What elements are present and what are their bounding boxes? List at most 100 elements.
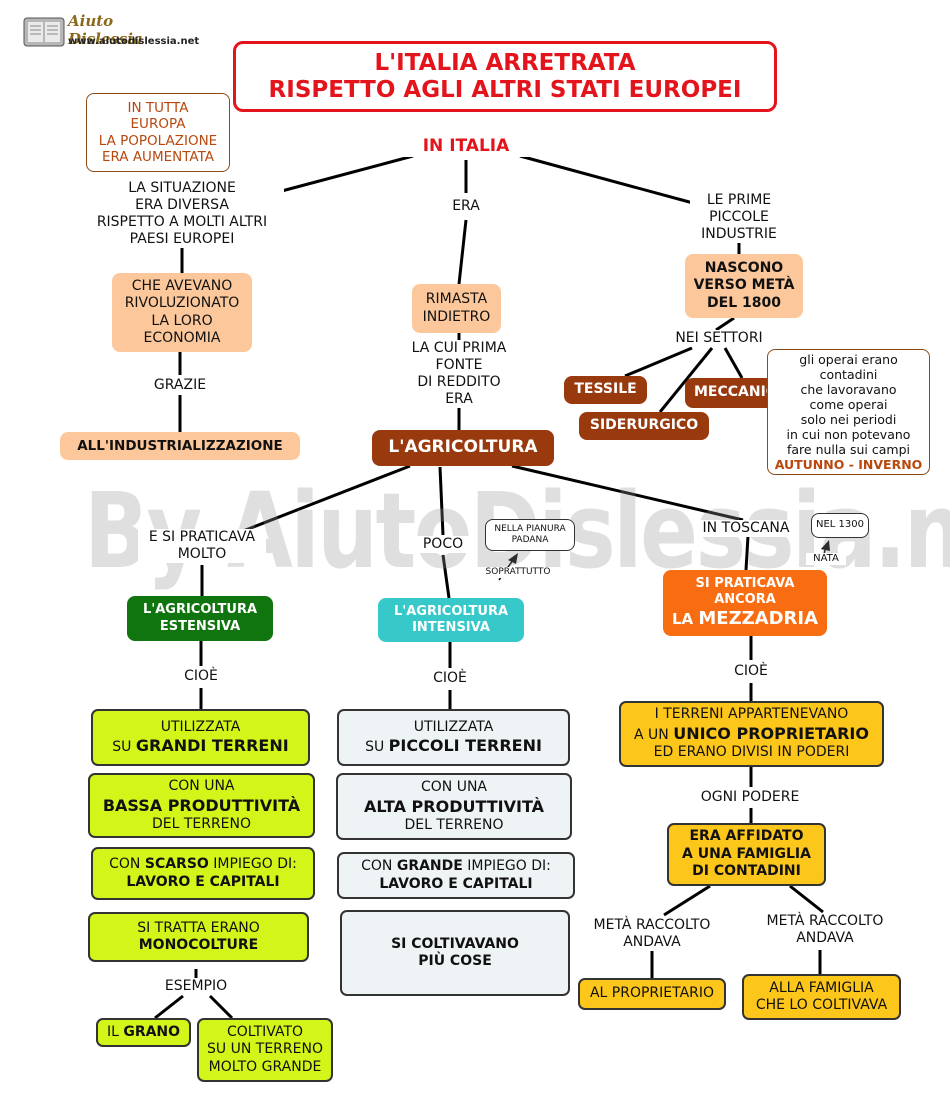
income-line: LA CUI PRIMA — [411, 340, 507, 356]
aiutodislessia-logo: Aiuto Dislessia www.aiutodislessia.net — [22, 12, 199, 54]
industries-line: LE PRIME — [706, 192, 772, 208]
revolution-line: CHE AVEVANO — [131, 277, 233, 294]
int-b4-line: SI COLTIVAVANO — [391, 935, 519, 952]
sharecropping-l2: ANCORA — [714, 591, 776, 607]
int-b3-mid: IMPIEGO DI: — [462, 858, 551, 874]
left-label-line: LA SITUAZIONE — [128, 180, 236, 196]
income-label: LA CUI PRIMA FONTE DI REDDITO ERA — [400, 340, 518, 409]
ext-b3-bold: SCARSO — [144, 856, 209, 872]
to-family-line: CHE LO COLTIVAVA — [755, 997, 888, 1013]
intensive-box-line: L'AGRICOLTURA — [393, 603, 509, 619]
ex2-line: MOLTO GRANDE — [208, 1058, 322, 1075]
tuscany-link: IN TOSCANA — [694, 520, 798, 538]
root-node: IN ITALIA — [400, 136, 532, 157]
half-left-line: METÀ RACCOLTO — [593, 917, 711, 933]
workers-note-line: in cui non potevano — [786, 427, 911, 442]
workers-note-line: che lavoravano — [800, 382, 897, 397]
ext-b2-pre: CON UNA — [168, 778, 235, 794]
half-harvest-right: METÀ RACCOLTO ANDAVA — [758, 913, 892, 948]
sector-siderurgico: SIDERURGICO — [579, 412, 709, 440]
owner-l2b: UNICO PROPRIETARIO — [673, 723, 869, 743]
revolution-line: LA LORO — [151, 312, 213, 329]
sharecropping-l3a: LA — [671, 610, 699, 628]
owner-l3: ED ERANO DIVISI IN PODERI — [653, 744, 850, 761]
family-line: A UNA FAMIGLIA — [682, 845, 811, 862]
industries-line: PICCOLE — [709, 209, 769, 226]
workers-note-line: solo nei periodi — [800, 412, 897, 427]
ext-b3-mid: IMPIEGO DI: — [208, 856, 297, 872]
sector-tessile: TESSILE — [564, 376, 647, 404]
half-harvest-left: METÀ RACCOLTO ANDAVA — [585, 917, 719, 952]
mostly-label: SOPRATTUTTO — [480, 567, 556, 578]
ext-b1-pre: UTILIZZATA — [160, 718, 241, 735]
intensive-great-labor: CON GRANDE IMPIEGO DI: LAVORO E CAPITALI — [337, 852, 575, 899]
po-valley-line: PADANA — [511, 535, 549, 545]
intensive-many-crops: SI COLTIVAVANO PIÙ COSE — [340, 910, 570, 996]
half-right-line: ANDAVA — [796, 930, 854, 947]
to-family-line: ALLA FAMIGLIA — [769, 979, 874, 996]
left-label-line: PAESI EUROPEI — [129, 231, 235, 248]
europe-note: IN TUTTA EUROPA LA POPOLAZIONE ERA AUMEN… — [86, 93, 230, 172]
family-line: ERA AFFIDATO — [689, 828, 804, 845]
sharecropping-box: SI PRATICAVA ANCORA LA MEZZADRIA — [663, 570, 827, 636]
half-right-line: METÀ RACCOLTO — [766, 913, 884, 929]
example-large-field: COLTIVATO SU UN TERRENO MOLTO GRANDE — [197, 1018, 333, 1082]
family-box: ERA AFFIDATO A UNA FAMIGLIA DI CONTADINI — [667, 823, 826, 886]
workers-note: gli operai erano contadini che lavoravan… — [767, 349, 930, 475]
extensive-monoculture: SI TRATTA ERANO MONOCOLTURE — [88, 912, 309, 962]
ext-b3-pre: CON — [109, 856, 145, 872]
industries-line: INDUSTRIE — [701, 226, 777, 243]
ext-b2-bold: BASSA PRODUTTIVITÀ — [102, 795, 301, 815]
born-line: NASCONO — [704, 259, 784, 276]
example-label: ESEMPIO — [156, 978, 236, 996]
born-1300-note: NEL 1300 — [811, 513, 869, 538]
int-b1-small: SU — [365, 739, 389, 755]
revolution-line: RIVOLUZIONATO — [124, 295, 240, 311]
ext-b3-line2: LAVORO E CAPITALI — [126, 873, 280, 890]
ex1-pre: IL — [106, 1023, 124, 1040]
sectors-label: NEI SETTORI — [665, 330, 773, 348]
behind-box: RIMASTA INDIETRO — [412, 284, 501, 333]
workers-note-line: contadini — [819, 367, 878, 382]
left-branch-label: LA SITUAZIONE ERA DIVERSA RISPETTO A MOL… — [80, 180, 284, 249]
sharecropping-l1: SI PRATICAVA — [695, 575, 795, 591]
income-line: FONTE — [435, 357, 483, 374]
int-b1-pre: UTILIZZATA — [413, 718, 494, 735]
workers-note-season: AUTUNNO - INVERNO — [774, 457, 923, 472]
logo-url: www.aiutodislessia.net — [68, 36, 200, 47]
book-icon — [23, 17, 65, 47]
each-farm-label: OGNI PODERE — [690, 789, 810, 807]
int-b3-bold: GRANDE — [396, 858, 463, 874]
intensive-small-lands: UTILIZZATA SU PICCOLI TERRENI — [337, 709, 570, 766]
workers-note-line: fare nulla sui campi — [786, 442, 910, 457]
ex2-line: COLTIVATO — [226, 1023, 304, 1040]
extensive-scarce-labor: CON SCARSO IMPIEGO DI: LAVORO E CAPITALI — [91, 847, 315, 900]
era-label: ERA — [440, 198, 492, 216]
born-label: NATA — [806, 553, 846, 566]
born-box: NASCONO VERSO METÀ DEL 1800 — [685, 254, 803, 318]
grazie-label: GRAZIE — [140, 377, 220, 395]
owner-l1: I TERRENI APPARTENEVANO — [654, 706, 849, 723]
owner-l2a: A UN — [634, 726, 674, 743]
intensive-box-line: INTENSIVA — [412, 620, 490, 635]
extensive-cioe: CIOÈ — [172, 668, 230, 686]
extensive-box-line: L'AGRICOLTURA — [142, 602, 258, 618]
example-wheat: IL GRANO — [96, 1018, 191, 1047]
ext-b4-bold: MONOCOLTURE — [138, 937, 259, 953]
extensive-link-line: MOLTO — [177, 546, 227, 563]
single-owner-box: I TERRENI APPARTENEVANO A UN UNICO PROPR… — [619, 701, 884, 767]
ext-b1-small: SU — [112, 739, 136, 755]
intensive-link: POCO — [414, 536, 472, 554]
intensive-high-productivity: CON UNA ALTA PRODUTTIVITÀ DEL TERRENO — [336, 773, 572, 840]
family-line: DI CONTADINI — [692, 863, 801, 880]
ex2-line: SU UN TERRENO — [207, 1041, 323, 1058]
title-line-1: L'ITALIA ARRETRATA — [374, 50, 636, 77]
page-title: L'ITALIA ARRETRATA RISPETTO AGLI ALTRI S… — [233, 41, 777, 112]
born-line: DEL 1800 — [707, 294, 781, 311]
int-b2-post: DEL TERRENO — [404, 816, 504, 833]
left-label-line: ERA DIVERSA — [135, 197, 229, 214]
po-valley-note: NELLA PIANURA PADANA — [485, 519, 575, 551]
europe-note-line: EUROPA — [130, 116, 186, 133]
income-line: DI REDDITO — [417, 374, 501, 391]
